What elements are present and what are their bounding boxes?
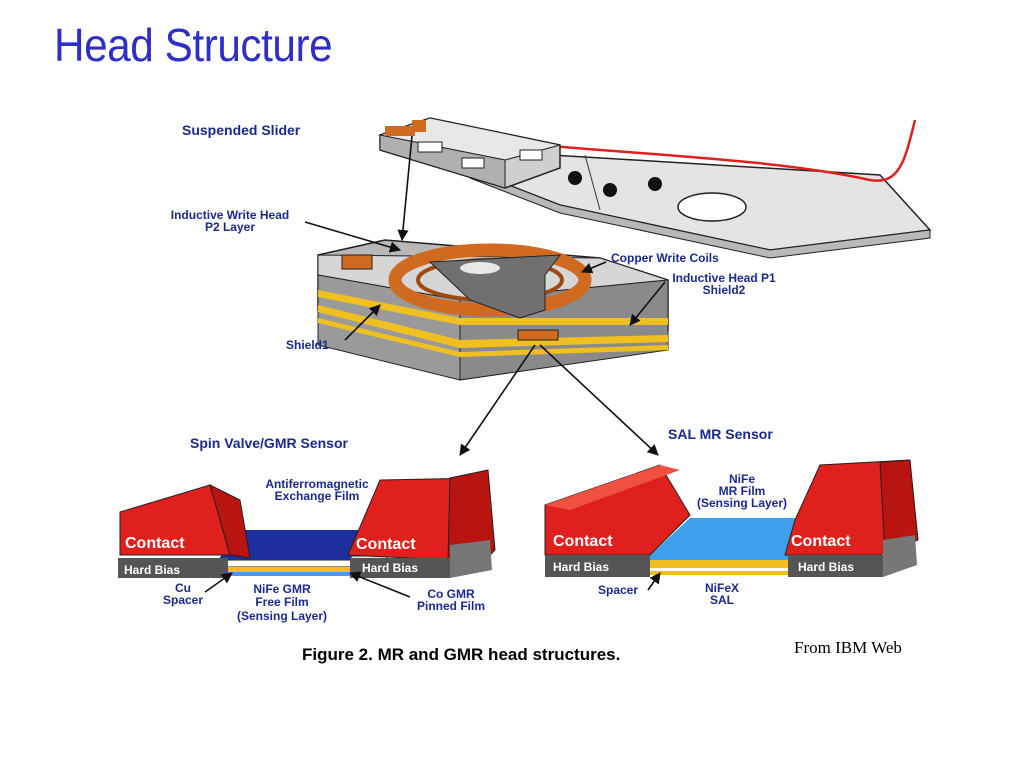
spin-valve-sensor — [118, 469, 496, 578]
label-p2-layer: P2 Layer — [205, 220, 255, 234]
label-sal: SAL — [710, 593, 734, 607]
label-co-gmr: Co GMR — [427, 587, 475, 601]
afm-film — [218, 530, 368, 560]
label-spacer: Spacer — [598, 583, 638, 597]
label-hard-bias-gmr-left: Hard Bias — [124, 563, 180, 577]
sal-mr-sensor — [544, 459, 919, 577]
label-nifex: NiFeX — [705, 581, 739, 595]
label-shield1: Shield1 — [286, 338, 329, 352]
label-free-film: Free Film — [255, 595, 308, 609]
label-hard-bias-sal-right: Hard Bias — [798, 560, 854, 574]
label-contact-gmr-right: Contact — [356, 536, 416, 553]
label-inductive-head-p1: Inductive Head P1 — [672, 271, 776, 285]
suspension-cable — [539, 119, 917, 182]
label-nife-gmr: NiFe GMR — [253, 582, 311, 596]
label-sal-title: SAL MR Sensor — [668, 426, 773, 442]
label-suspended-slider: Suspended Slider — [182, 122, 301, 138]
label-hard-bias-sal-left: Hard Bias — [553, 560, 609, 574]
label-mr-sensing-layer: (Sensing Layer) — [697, 496, 787, 510]
label-contact-sal-right: Contact — [791, 533, 851, 550]
label-shield2: Shield2 — [703, 283, 746, 297]
source-note: From IBM Web — [794, 638, 902, 657]
slide-title: Head Structure — [54, 19, 333, 71]
label-antiferromagnetic: Antiferromagnetic — [265, 477, 369, 491]
label-inductive-write-head: Inductive Write Head — [171, 208, 289, 222]
shield1-layer — [318, 305, 668, 348]
label-contact-sal-left: Contact — [553, 533, 613, 550]
slider-body — [378, 117, 561, 189]
write-coil — [388, 243, 592, 317]
label-exchange-film: Exchange Film — [275, 489, 360, 503]
figure-caption: Figure 2. MR and GMR head structures. — [302, 645, 620, 664]
label-mr-film: MR Film — [719, 484, 766, 498]
arrows — [204, 135, 666, 598]
label-gmr-sensing-layer: (Sensing Layer) — [237, 609, 327, 623]
label-spin-valve-title: Spin Valve/GMR Sensor — [190, 435, 348, 451]
label-cu: Cu — [175, 581, 191, 595]
mr-film — [645, 518, 800, 560]
label-hard-bias-gmr-right: Hard Bias — [362, 561, 418, 575]
label-copper-write-coils: Copper Write Coils — [611, 251, 719, 265]
label-nife: NiFe — [729, 472, 755, 486]
label-cu-spacer: Spacer — [163, 593, 203, 607]
label-pinned-film: Pinned Film — [417, 599, 485, 613]
label-contact-gmr-left: Contact — [125, 535, 185, 552]
